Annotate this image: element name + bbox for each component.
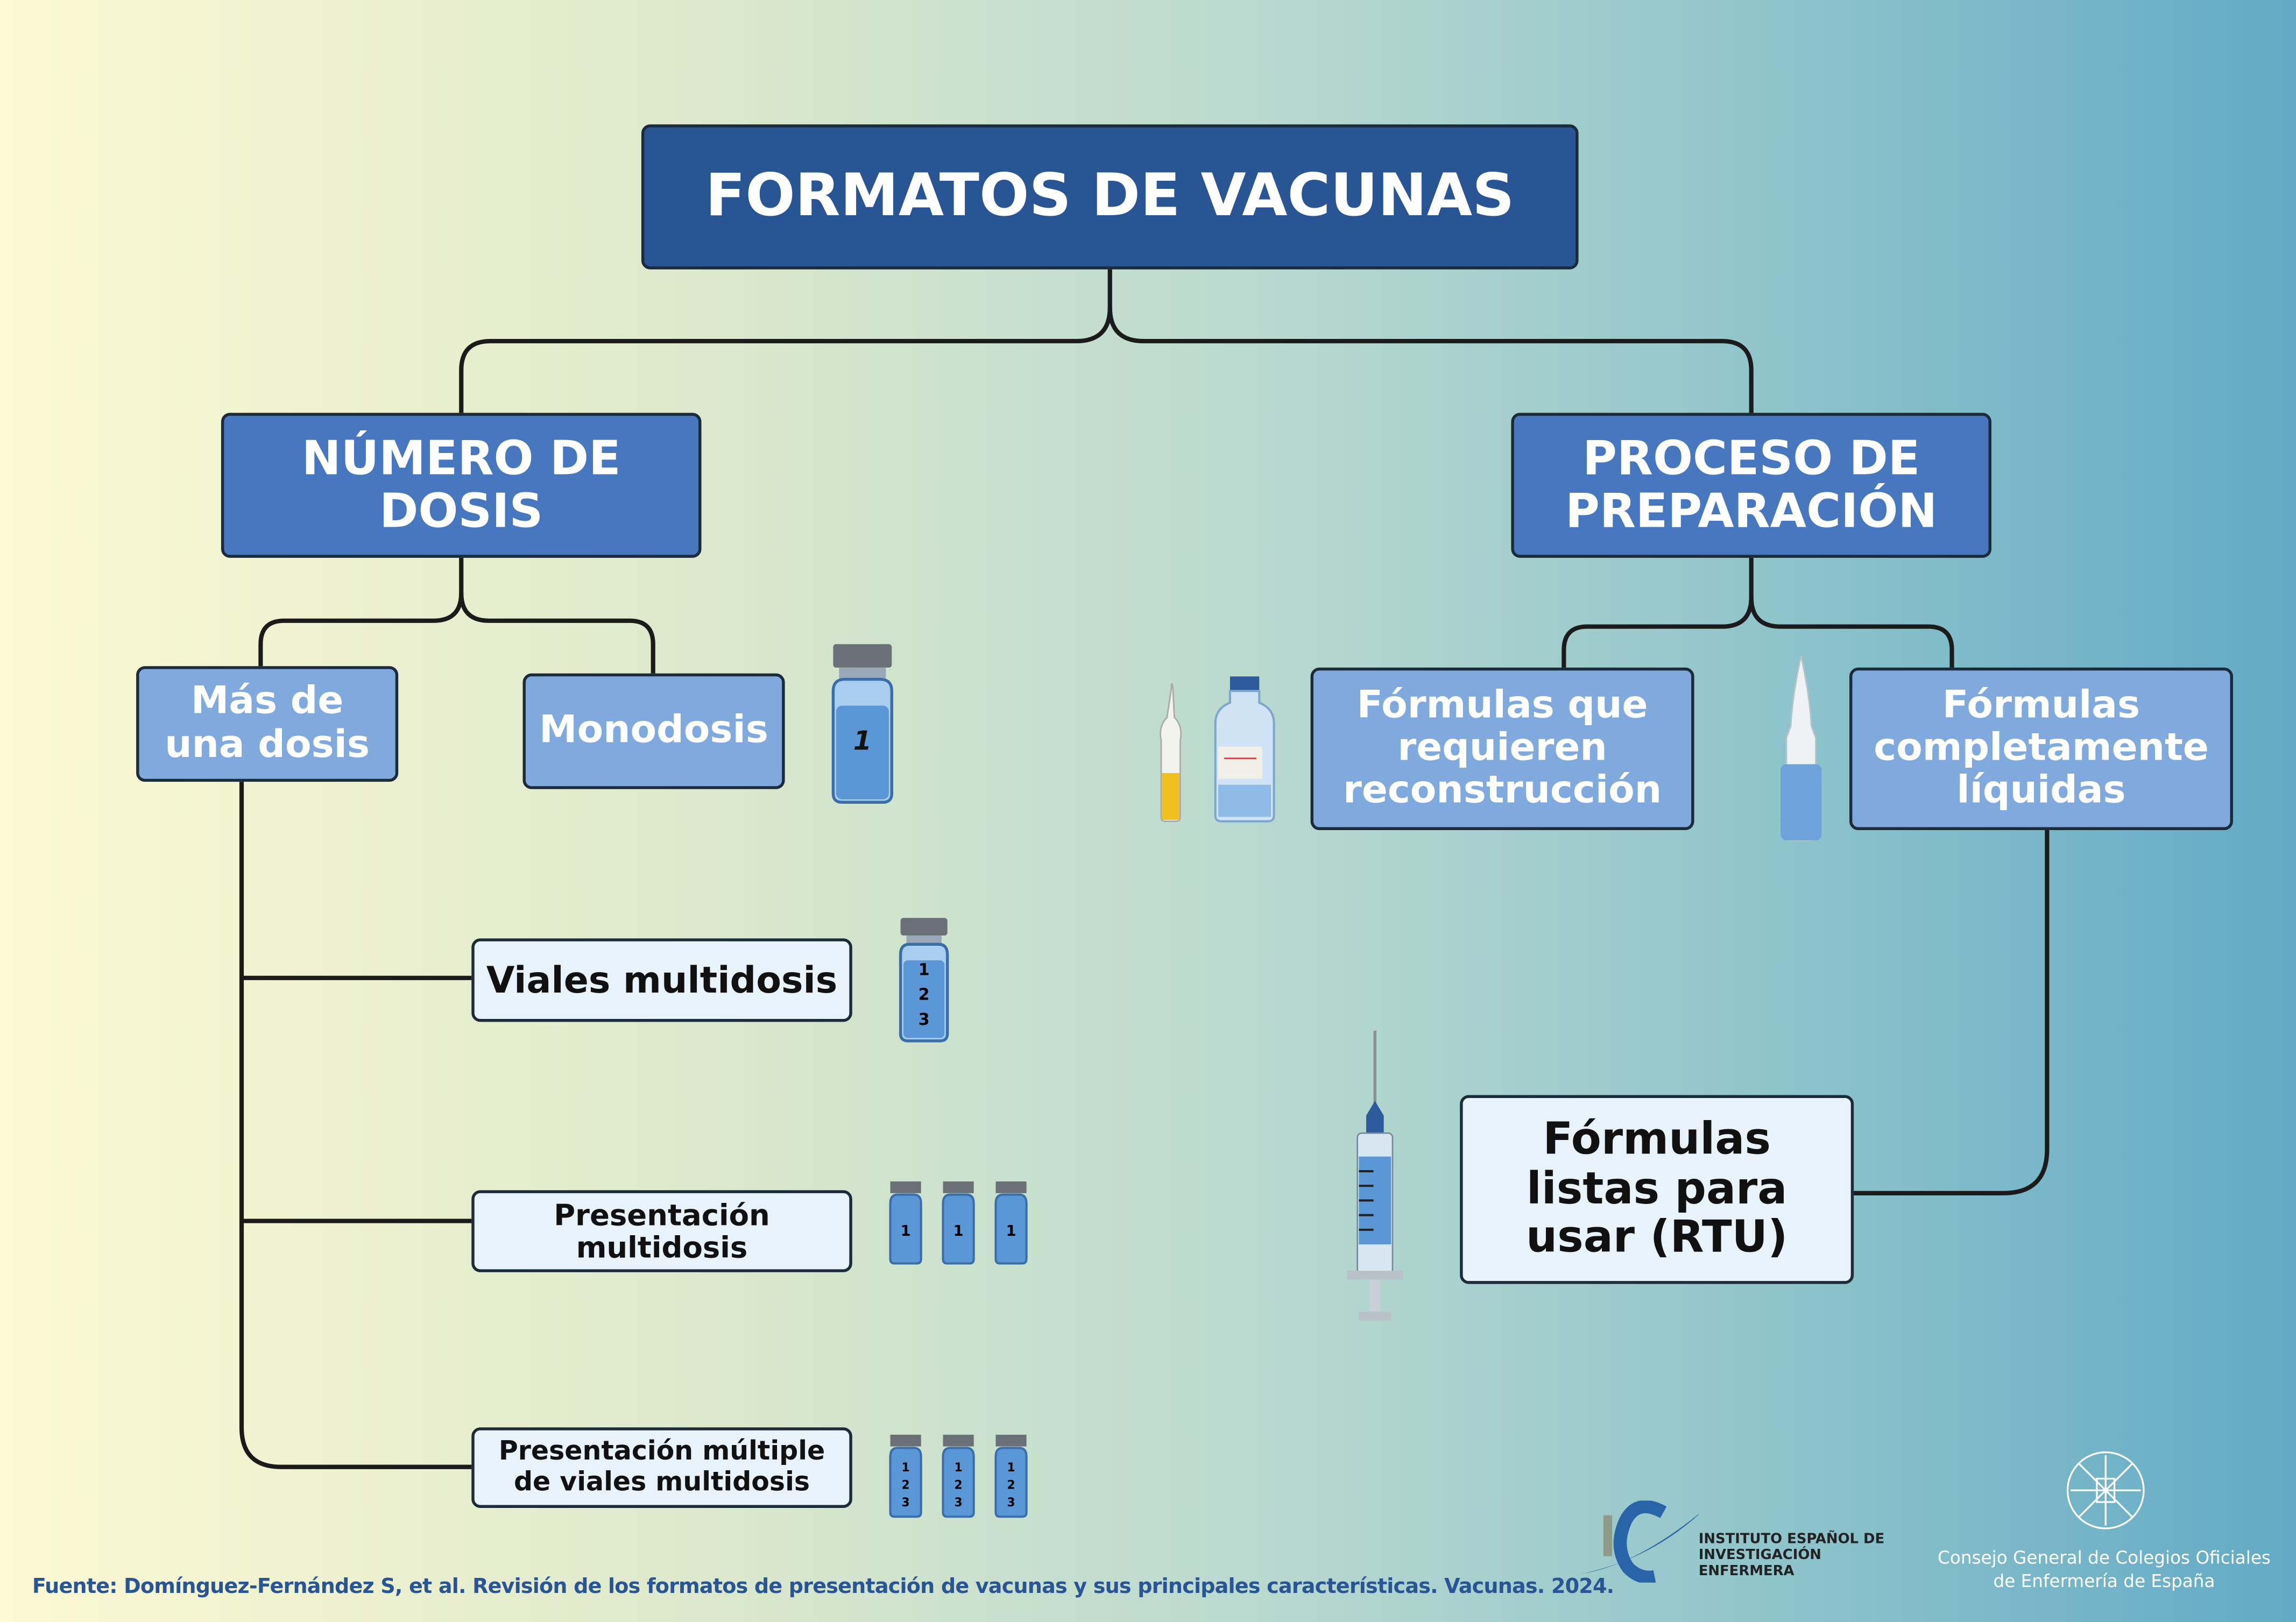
presentacion-multiple-node: Presentación múltiple de viales multidos… — [471, 1427, 852, 1508]
svg-text:3: 3 — [955, 1496, 963, 1510]
viales-multidosis-node: Viales multidosis — [471, 938, 852, 1022]
svg-text:1: 1 — [1007, 1461, 1015, 1475]
small-vial-icon: 1 — [994, 1181, 1028, 1265]
svg-text:1: 1 — [853, 725, 872, 756]
monodose-vial-icon: 1 — [831, 644, 893, 804]
svg-text:1: 1 — [955, 1461, 963, 1475]
small-vial-icon: 1 — [942, 1181, 975, 1265]
svg-text:1: 1 — [902, 1461, 910, 1475]
small-multidose-vial-icon: 1 2 3 — [942, 1434, 975, 1518]
source-footer: Fuente: Domínguez-Fernández S, et al. Re… — [32, 1575, 1614, 1599]
svg-text:3: 3 — [919, 1010, 930, 1029]
cgcoe-crest-icon — [2066, 1451, 2145, 1529]
mas-de-una-dosis-node: Más de una dosis — [136, 666, 399, 782]
small-multidose-vial-icon: 1 2 3 — [994, 1434, 1028, 1518]
multidose-vial-icon: 1 2 3 — [899, 918, 949, 1043]
proceso-de-preparacion-node: PROCESO DE PREPARACIÓN — [1511, 413, 1991, 558]
formulas-rtu-node: Fórmulas listas para usar (RTU) — [1460, 1095, 1854, 1284]
svg-text:3: 3 — [902, 1496, 910, 1510]
formulas-liquidas-node: Fórmulas completamente líquidas — [1849, 667, 2233, 830]
ampoule-icon — [1781, 655, 1822, 841]
ampoule-and-bottle-icon — [1160, 676, 1275, 823]
svg-text:2: 2 — [955, 1479, 963, 1492]
svg-text:1: 1 — [953, 1223, 964, 1239]
svg-text:2: 2 — [902, 1479, 910, 1492]
svg-text:2: 2 — [1007, 1479, 1015, 1492]
presentacion-multidosis-node: Presentación multidosis — [471, 1190, 852, 1272]
monodosis-node: Monodosis — [522, 673, 785, 789]
svg-text:1: 1 — [919, 960, 930, 979]
iie-logo: INSTITUTO ESPAÑOL DE INVESTIGACIÓN ENFER… — [1579, 1500, 1916, 1584]
svg-text:1: 1 — [901, 1223, 911, 1239]
svg-text:3: 3 — [1007, 1496, 1015, 1510]
svg-text:2: 2 — [919, 986, 930, 1004]
formulas-reconstruccion-node: Fórmulas que requieren reconstrucción — [1310, 667, 1694, 830]
small-vial-icon: 1 — [889, 1181, 922, 1265]
multidose-vials-group: 1 2 3 1 2 3 1 2 3 — [887, 1433, 1029, 1518]
small-multidose-vial-icon: 1 2 3 — [889, 1434, 922, 1518]
monodose-vials-group: 1 1 1 — [887, 1180, 1029, 1265]
iie-logo-text: INSTITUTO ESPAÑOL DE INVESTIGACIÓN ENFER… — [1698, 1531, 1885, 1579]
syringe-icon — [1347, 1030, 1403, 1321]
cgcoe-logo-text: Consejo General de Colegios Oficiales de… — [1938, 1547, 2271, 1591]
numero-de-dosis-node: NÚMERO DE DOSIS — [221, 413, 702, 558]
svg-text:1: 1 — [1006, 1223, 1016, 1239]
iie-logo-mark-icon — [1581, 1500, 1705, 1584]
main-title: FORMATOS DE VACUNAS — [641, 124, 1579, 270]
